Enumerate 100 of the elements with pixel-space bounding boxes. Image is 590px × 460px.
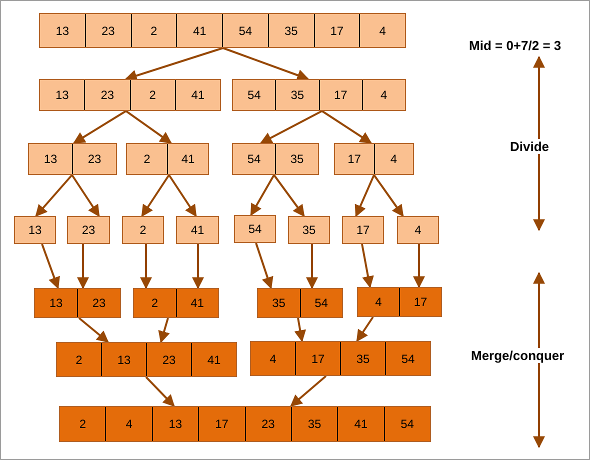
array-box <box>234 215 276 243</box>
arrow <box>168 174 197 217</box>
array-cell: 17 <box>399 288 441 316</box>
array-box <box>39 13 406 48</box>
array-box <box>67 216 110 244</box>
arrow <box>78 317 109 343</box>
arrow <box>41 244 60 290</box>
array-box <box>176 216 219 244</box>
array-box <box>122 216 164 244</box>
arrow <box>158 318 170 344</box>
array-box <box>59 406 431 442</box>
array-cell-text: 4 <box>414 222 422 239</box>
array-cell: 35 <box>340 342 385 375</box>
array-cell-text: 13 <box>27 222 43 239</box>
arrow <box>306 244 318 290</box>
arrow <box>354 174 375 218</box>
array-cell: 23 <box>244 407 291 441</box>
array-cell-text: 54 <box>246 87 262 104</box>
arrow <box>71 174 100 217</box>
arrow <box>260 110 322 144</box>
array-cell: 23 <box>146 343 191 376</box>
array-cell: 54 <box>384 407 430 441</box>
array-cell: 23 <box>84 80 130 110</box>
array-cell-text: 17 <box>355 222 371 239</box>
array-box <box>133 288 219 318</box>
array-cell: 35 <box>268 14 314 47</box>
array-cell-text: 35 <box>271 295 286 312</box>
array-cell: 41 <box>191 343 236 376</box>
array-cell-text: 23 <box>80 222 96 239</box>
array-cell-text: 2 <box>78 416 88 433</box>
array-cell: 4 <box>359 14 405 47</box>
array-cell: 4 <box>362 80 405 110</box>
array-cell: 2 <box>130 80 175 110</box>
array-cell: 13 <box>101 343 146 376</box>
arrow <box>125 110 172 144</box>
arrow <box>192 244 204 290</box>
array-cell-text: 13 <box>54 22 70 40</box>
array-cell: 2 <box>130 14 176 47</box>
array-cell: 23 <box>77 289 120 317</box>
array-cell: 35 <box>275 144 318 174</box>
array-cell: 41 <box>176 289 218 317</box>
array-cell-text: 4 <box>268 350 278 368</box>
array-cell: 17 <box>295 342 340 375</box>
array-box <box>232 143 319 175</box>
array-cell: 41 <box>337 407 384 441</box>
array-box <box>28 143 117 175</box>
array-box <box>342 216 384 244</box>
arrow <box>145 376 175 407</box>
arrow <box>413 244 425 288</box>
array-cell-text: 41 <box>190 222 206 239</box>
array-cell: 54 <box>385 342 430 375</box>
arrow <box>250 174 275 216</box>
array-cell: 41 <box>167 144 208 174</box>
phase-label: Divide <box>510 139 550 154</box>
arrow <box>321 110 372 144</box>
array-cell: 4 <box>105 407 152 441</box>
array-cell-text: 13 <box>48 295 64 312</box>
array-cell: 17 <box>314 14 360 47</box>
array-cell: 17 <box>318 80 362 110</box>
arrow <box>356 316 374 342</box>
array-cell-text: 2 <box>138 222 148 239</box>
arrow <box>35 174 73 217</box>
arrow <box>222 47 310 81</box>
array-box <box>397 216 439 244</box>
array-box <box>232 79 406 111</box>
array-box <box>34 288 121 318</box>
array-cell: 17 <box>198 407 244 441</box>
arrow <box>72 110 127 144</box>
arrow <box>294 318 306 342</box>
array-cell-text: 17 <box>346 151 362 168</box>
phase-label: Merge/conquer <box>471 348 564 363</box>
array-cell: 54 <box>222 14 268 47</box>
arrow <box>141 174 170 217</box>
array-cell: 41 <box>174 80 220 110</box>
array-cell: 54 <box>300 289 342 317</box>
formula-label: Mid = 0+7/2 = 3 <box>469 38 562 53</box>
array-box <box>357 287 442 317</box>
arrow <box>290 375 327 407</box>
array-cell-text: 35 <box>301 222 317 239</box>
array-cell-text: 13 <box>42 151 58 168</box>
array-cell-text: 4 <box>374 294 383 311</box>
arrow <box>361 244 374 288</box>
array-box <box>250 341 431 376</box>
array-box <box>14 216 56 244</box>
array-cell-text: 2 <box>74 352 84 368</box>
arrow <box>140 244 152 290</box>
array-cell: 23 <box>72 144 116 174</box>
array-cell-text: 54 <box>247 221 263 238</box>
array-box <box>334 143 414 175</box>
arrow <box>373 174 404 217</box>
array-box <box>288 216 330 244</box>
array-cell: 4 <box>374 144 413 174</box>
arrow <box>273 174 305 217</box>
array-cell: 41 <box>176 14 222 47</box>
array-box <box>39 79 221 111</box>
array-box <box>126 143 209 175</box>
array-cell: 35 <box>275 80 318 110</box>
arrow <box>124 47 224 82</box>
array-cell-text: 2 <box>142 151 152 168</box>
array-cell-text: 54 <box>246 151 262 168</box>
